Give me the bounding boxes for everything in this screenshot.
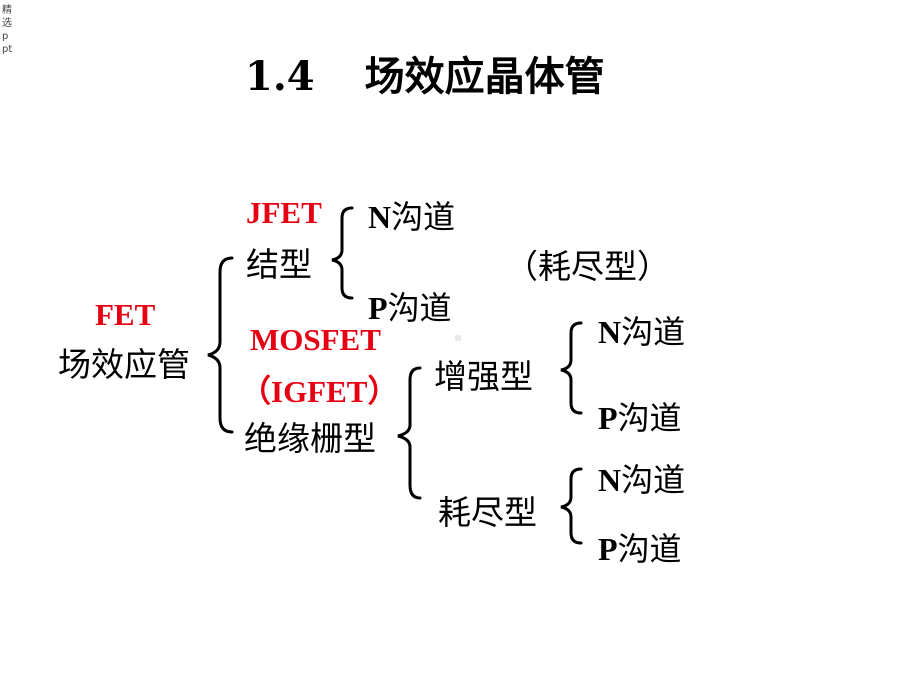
jfet-abbr: JFET <box>246 195 322 230</box>
enhancement-type: 增强型 <box>434 357 533 396</box>
enhancement-brace <box>560 321 583 415</box>
fet-abbr: FET <box>95 297 156 332</box>
corner-vertical-text: 精选ppt <box>2 5 13 55</box>
root-brace <box>207 256 234 434</box>
jfet-n-channel: N沟道 <box>368 198 456 236</box>
section-number: 1.4 <box>245 53 315 100</box>
mosfet-brace <box>397 366 422 500</box>
depletion-brace <box>560 467 583 545</box>
jfet-depletion-note: （耗尽型） <box>505 247 670 286</box>
mosfet-abbr: MOSFET <box>250 322 381 357</box>
jfet-p-channel: P沟道 <box>368 289 452 327</box>
jfet-name: 结型 <box>246 245 312 284</box>
enh-n-channel: N沟道 <box>598 313 686 351</box>
igfet-abbr: （IGFET） <box>240 374 399 409</box>
section-title: 场效应晶体管 <box>364 53 605 100</box>
dep-n-channel: N沟道 <box>598 461 686 499</box>
depletion-type: 耗尽型 <box>438 493 537 532</box>
jfet-brace <box>331 206 354 300</box>
enh-p-channel: P沟道 <box>598 399 682 437</box>
placeholder-dot <box>455 335 461 341</box>
fet-name: 场效应管 <box>58 345 190 384</box>
dep-p-channel: P沟道 <box>598 530 682 568</box>
mosfet-name: 绝缘栅型 <box>244 419 376 458</box>
slide-title: 1.4 场效应晶体管 <box>245 44 605 102</box>
